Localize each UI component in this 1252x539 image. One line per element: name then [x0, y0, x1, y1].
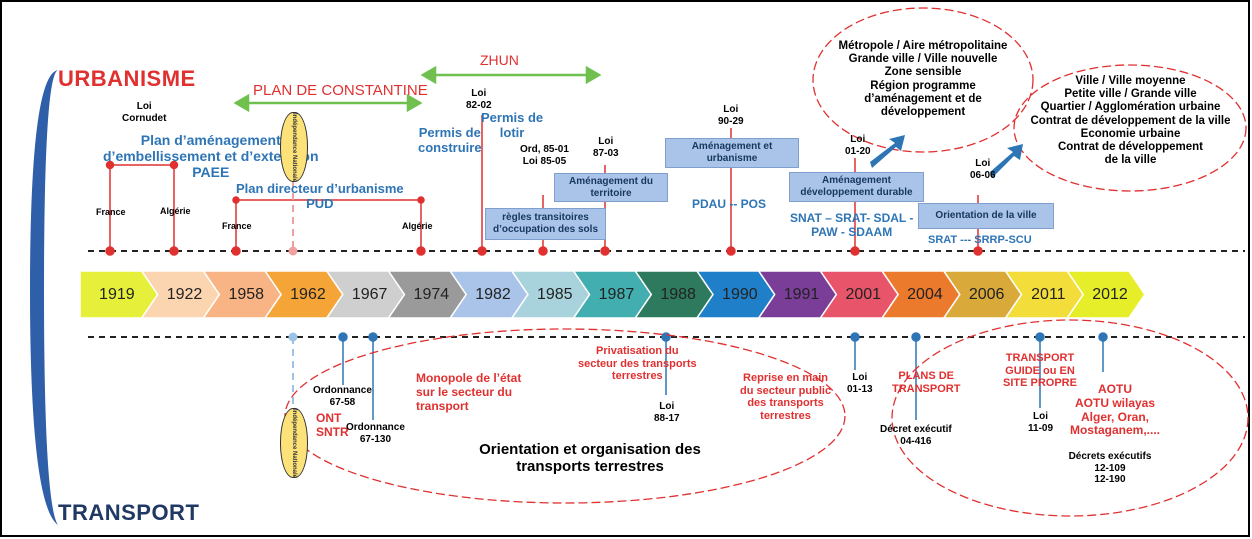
- plan-constantine-arrow: [233, 93, 423, 113]
- year-ribbon: [79, 270, 1146, 319]
- zhun-label: ZHUN: [480, 52, 519, 68]
- pdau-pos: PDAU -- POS: [692, 197, 767, 211]
- top-stems: [105, 115, 983, 256]
- blue-arrows: [870, 135, 1023, 178]
- srat-srrp: SRAT --- SRRP-SCU: [928, 234, 1032, 246]
- france-label-1: France: [96, 207, 126, 217]
- plan-constantine-label: PLAN DE CONSTANTINE: [253, 82, 428, 99]
- algerie-label-1: Algérie: [160, 206, 191, 216]
- orientation-ville-box: Orientation de la ville: [918, 203, 1054, 229]
- snat-line: SNAT – SRAT- SDAL -PAW - SDAAM: [790, 211, 914, 239]
- zhun-arrow: [420, 65, 602, 85]
- year-chevron-2012: [1065, 270, 1146, 319]
- bottom-stems: [338, 332, 1108, 420]
- algerie-label-2: Algérie: [402, 221, 433, 231]
- urbanisme-header: URBANISME: [58, 66, 196, 91]
- independance-oval-bottom: Indépendance Nationale: [280, 408, 308, 478]
- left-bracket: [30, 70, 58, 525]
- transport-header: TRANSPORT: [58, 500, 200, 525]
- france-label-2: France: [222, 221, 252, 231]
- independance-oval-top: Indépendance Nationale: [280, 112, 308, 182]
